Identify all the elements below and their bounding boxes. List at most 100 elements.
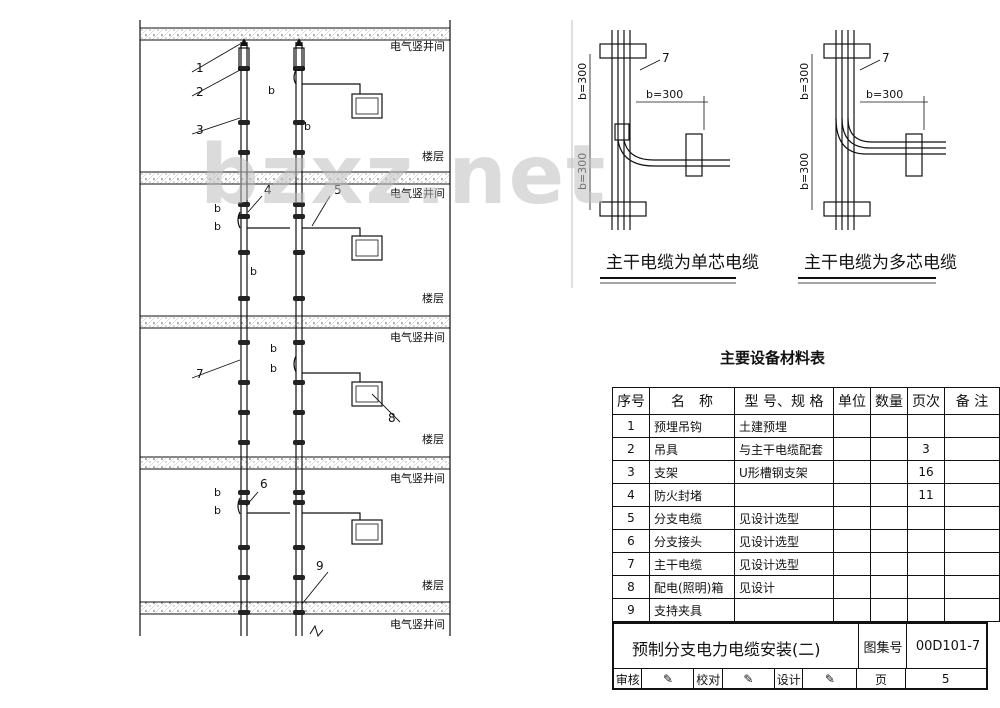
callout-labels: 1 2 3 4 5 6 7 8 9 [196,61,396,573]
branch-cables [237,69,383,638]
table-cell: 见设计 [734,575,834,599]
support-clamp [293,340,305,345]
support-clamp [238,340,250,345]
support-clamp [238,380,250,385]
detail-a-dim-upper: b=300 [576,63,589,100]
header-cell: 数量 [870,387,908,415]
table-cell [944,552,1000,576]
hanger-hook [238,38,305,71]
table-cell: 9 [612,598,650,622]
dim-b: b [270,342,277,355]
support-clamp [238,575,250,580]
table-cell [833,414,871,438]
table-cell [907,506,945,530]
table-cell [833,483,871,507]
table-cell [907,414,945,438]
table-cell [833,529,871,553]
support-clamp [293,545,305,550]
callout-9: 9 [316,559,324,573]
atlas-number: 00D101-7 [906,624,989,668]
header-cell: 备 注 [944,387,1000,415]
shaft-label: 电气竖井间 [390,330,445,344]
detail-a-dim-horizontal: b=300 [646,88,683,101]
floor-slab [139,315,451,329]
callout-3: 3 [196,123,204,137]
support-clamp [238,150,250,155]
dim-b: b [270,362,277,375]
table-cell [944,506,1000,530]
support-clamp [293,410,305,415]
table-cell: 5 [612,506,650,530]
table-cell [734,598,834,622]
table-cell [944,529,1000,553]
shaft-label: 电气竖井间 [390,617,445,631]
main-cable-riser [240,42,303,636]
dim-b: b [214,202,221,215]
table-cell: 防火封堵 [649,483,735,507]
table-cell: 16 [907,460,945,484]
page-number: 5 [941,672,950,686]
callout-8: 8 [388,411,396,425]
header-cell: 页次 [907,387,945,415]
table-cell: 1 [612,414,650,438]
support-clamp [238,296,250,301]
check-label: 校对 [694,668,723,690]
support-clamp [293,202,305,207]
table-cell [907,552,945,576]
detail-a-callout: 7 [662,51,670,65]
table-cell: 3 [907,437,945,461]
detail-single-core [589,30,730,230]
shaft-label: 电气竖井间 [390,186,445,200]
table-cell: 7 [612,552,650,576]
support-clamp [238,120,250,125]
table-cell: 预埋吊钩 [649,414,735,438]
table-cell [944,460,1000,484]
support-clamp [293,440,305,445]
support-clamp [238,610,250,615]
table-cell: 4 [612,483,650,507]
dimension-b-marks: b b b b b b b b b [214,84,311,517]
support-clamp [293,490,305,495]
table-cell [870,598,908,622]
table-cell [833,575,871,599]
support-clamp [293,250,305,255]
table-cell [870,483,908,507]
detail-b-dim-lower: b=300 [798,153,811,190]
shaft-label: 电气竖井间 [390,471,445,485]
support-clamp [293,150,305,155]
floor-slab [139,27,451,41]
table-cell [833,598,871,622]
table-cell: 分支电缆 [649,506,735,530]
callout-4: 4 [264,183,272,197]
table-cell: 6 [612,529,650,553]
review-signature: ✎ [642,668,695,690]
header-cell: 名 称 [649,387,735,415]
table-cell: 3 [612,460,650,484]
dim-b: b [304,120,311,133]
design-label: 设计 [775,668,804,690]
floor-label: 楼层 [422,149,444,163]
drawing-title: 预制分支电力电缆安装(二) [632,640,821,659]
table-cell: 配电(照明)箱 [649,575,735,599]
detail-b-dim-upper: b=300 [798,63,811,100]
dim-b: b [250,265,257,278]
floor-label: 楼层 [422,432,444,446]
detail-b-caption: 主干电缆为多芯电缆 [804,253,957,273]
table-cell [907,598,945,622]
table-cell: 分支接头 [649,529,735,553]
header-cell: 单位 [833,387,871,415]
table-cell [833,552,871,576]
table-cell [944,575,1000,599]
table-cell: U形槽钢支架 [734,460,834,484]
table-cell: 与主干电缆配套 [734,437,834,461]
floor-slab [139,171,451,185]
